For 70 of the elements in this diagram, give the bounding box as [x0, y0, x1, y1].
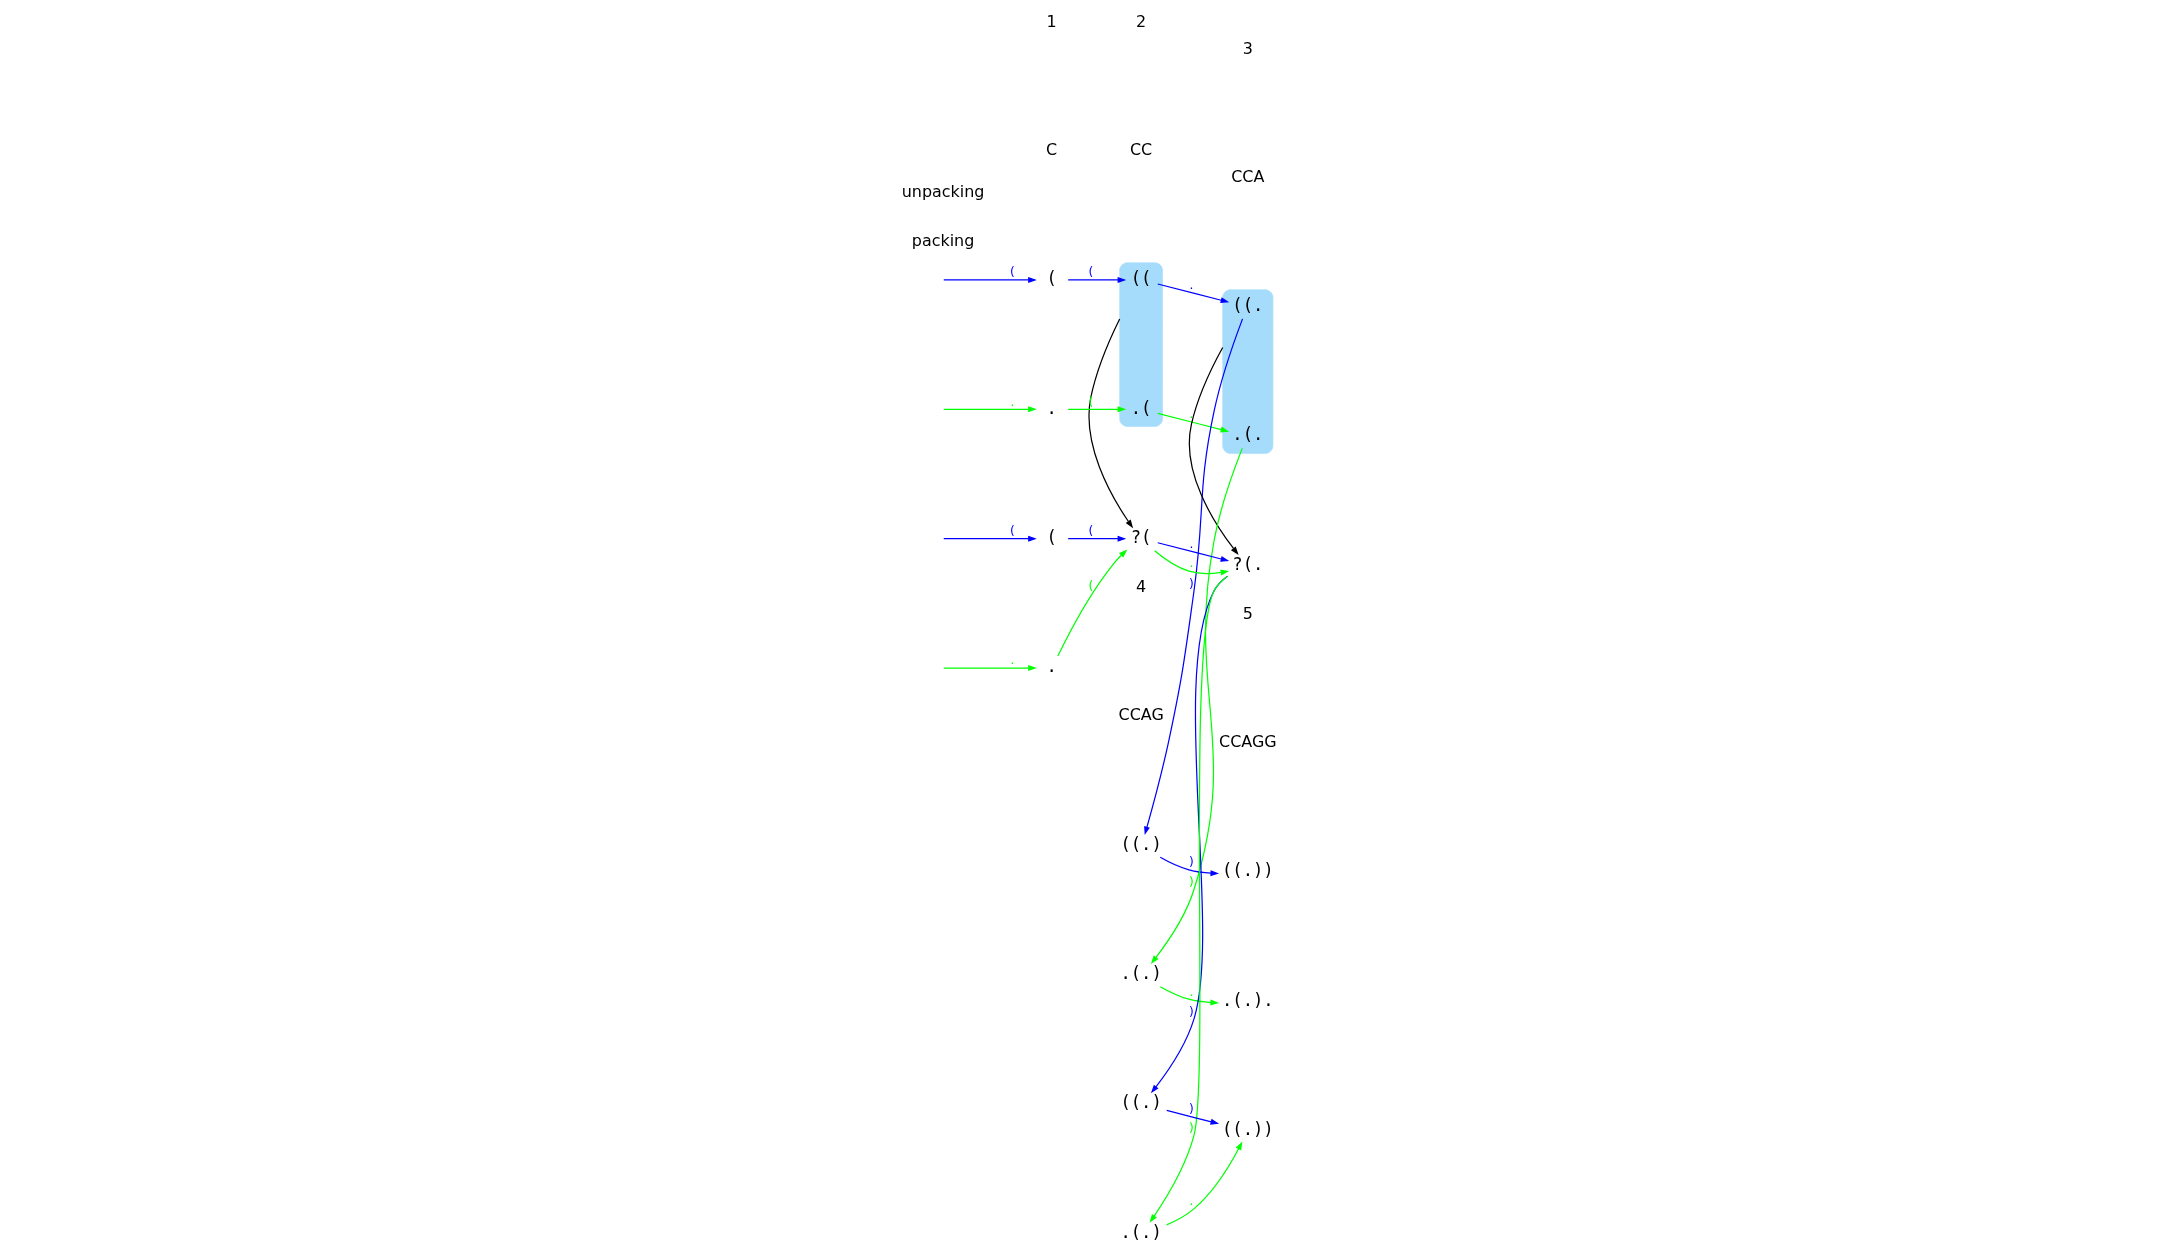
- edge-label: ): [1188, 1004, 1194, 1019]
- label: 3: [1242, 38, 1253, 58]
- edge-label: .: [1188, 556, 1193, 571]
- edge-label: (: [1087, 523, 1093, 538]
- arrow: [942, 535, 1037, 542]
- node-text: .: [1045, 656, 1057, 677]
- edge-label: .: [1188, 1194, 1193, 1209]
- edge-label: .: [1009, 394, 1014, 409]
- node-text: .(.).: [1221, 989, 1274, 1010]
- label: CCAG: [1118, 705, 1164, 725]
- arrow: [1156, 542, 1229, 562]
- node-text: .(.): [1119, 962, 1162, 983]
- edge-label: ): [1188, 855, 1194, 870]
- label: 1: [1046, 11, 1057, 31]
- edge-label: ): [1188, 875, 1194, 890]
- edge-label: (: [1009, 523, 1015, 538]
- node-text: ((.: [1231, 295, 1263, 316]
- arrow: [1159, 986, 1219, 1006]
- arrow: [1165, 1141, 1242, 1226]
- arrow: [1067, 276, 1126, 283]
- arrow: [1153, 550, 1229, 576]
- node-text: .(.: [1231, 424, 1263, 445]
- edge-label: ): [1188, 577, 1194, 592]
- arrow: [1087, 318, 1133, 529]
- label: 4: [1135, 577, 1146, 597]
- label: unpacking: [901, 181, 984, 201]
- label: 5: [1242, 604, 1253, 624]
- label: C: [1045, 139, 1057, 159]
- node-text: ((.)): [1221, 1119, 1274, 1140]
- label: CCA: [1230, 166, 1264, 186]
- edge-label: .: [1188, 984, 1193, 999]
- arrow: [1056, 549, 1127, 657]
- edge-label: .: [1188, 536, 1193, 551]
- edge-label: (: [1009, 265, 1015, 280]
- node-text: ((.)): [1221, 860, 1274, 881]
- node-text: ((.): [1119, 833, 1162, 854]
- edge-label: .: [1009, 653, 1014, 668]
- label: packing: [911, 230, 974, 250]
- node-text: ((.): [1119, 1092, 1162, 1113]
- edge-label: ): [1188, 1121, 1194, 1136]
- node-text: ?(: [1130, 526, 1151, 547]
- arrow: [1188, 346, 1239, 556]
- edge-label: ): [1188, 1101, 1194, 1116]
- edge-label: (: [1087, 265, 1093, 280]
- label: CCAGG: [1218, 732, 1277, 752]
- node-text: .: [1045, 397, 1057, 418]
- label: CC: [1129, 139, 1152, 159]
- edge-label: .: [1188, 407, 1193, 422]
- arrow: [1067, 535, 1126, 542]
- node-text: ((: [1130, 268, 1151, 289]
- arrow: [1156, 412, 1229, 433]
- node-text: .(.): [1119, 1221, 1162, 1242]
- node-text: .(: [1130, 397, 1151, 418]
- arrow: [1067, 406, 1126, 413]
- edge-label: (: [1087, 394, 1093, 409]
- node-text: (: [1045, 526, 1057, 547]
- arrow: [1159, 856, 1219, 877]
- arrow: [1149, 575, 1228, 1223]
- arrow: [1143, 318, 1243, 836]
- arrow: [942, 665, 1037, 672]
- edge-label: (: [1087, 579, 1093, 594]
- node-text: (: [1045, 268, 1057, 289]
- arrow: [1156, 283, 1229, 304]
- edge-label: .: [1188, 278, 1193, 293]
- arrow: [942, 276, 1037, 283]
- arrow: [942, 406, 1037, 413]
- label: 2: [1135, 11, 1146, 31]
- arrow: [1150, 447, 1243, 964]
- node-text: ?(.: [1231, 553, 1263, 574]
- arrow: [1165, 1109, 1219, 1125]
